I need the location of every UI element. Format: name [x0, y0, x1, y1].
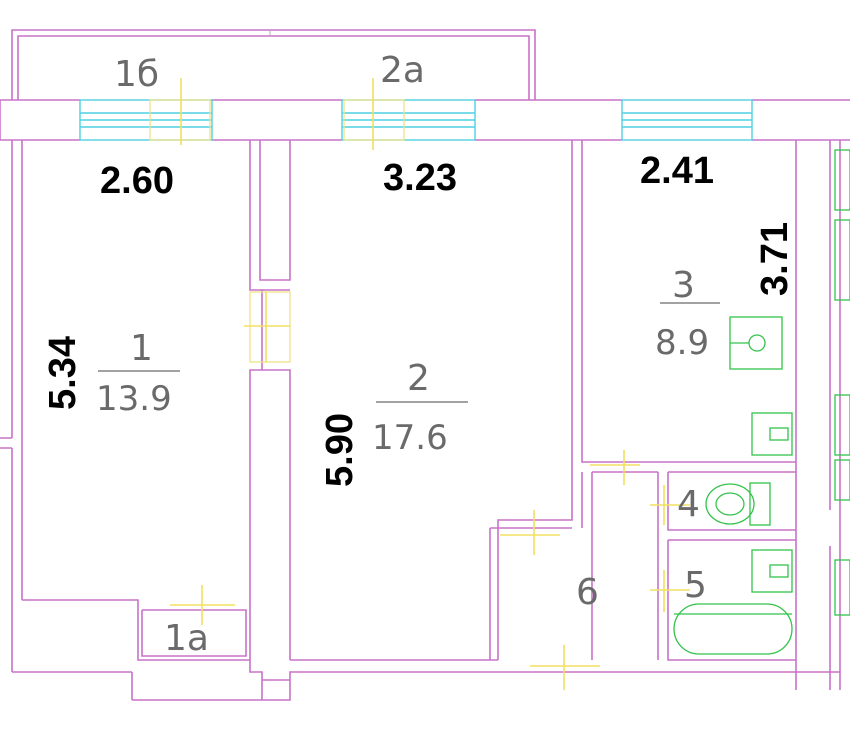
dimension-room1-width: 2.60 — [100, 160, 174, 202]
stove-icon — [729, 316, 783, 370]
dimension-room3-depth: 3.71 — [754, 222, 796, 296]
washbasin-icon — [751, 549, 793, 593]
room-number: 3 — [672, 265, 695, 306]
windows — [79, 99, 753, 141]
exterior-walls — [0, 99, 850, 701]
balcony-2a-label: 2а — [380, 50, 425, 91]
room-3-label: 3 8.9 — [655, 265, 720, 363]
dimension-room1-depth: 5.34 — [42, 336, 84, 410]
room-4-label: 4 — [677, 484, 700, 525]
storage-1a-label: 1а — [164, 618, 209, 659]
room-5-label: 5 — [684, 565, 707, 606]
room-1-label: 1 13.9 — [96, 328, 180, 419]
toilet-icon — [705, 482, 771, 526]
balcony-1b-label: 1б — [114, 54, 159, 95]
bathtub-icon — [673, 603, 793, 655]
room-number: 2 — [407, 358, 430, 399]
balcony-group — [11, 29, 536, 100]
room-area: 17.6 — [372, 418, 448, 458]
room-2-label: 2 17.6 — [372, 358, 468, 458]
room-area: 13.9 — [96, 379, 172, 419]
room-6-label: 6 — [576, 572, 599, 613]
fixtures — [673, 149, 850, 655]
dimension-room2-width: 3.23 — [383, 157, 457, 199]
room-area: 8.9 — [655, 323, 709, 363]
doors — [149, 78, 690, 690]
neighbor-fixtures — [834, 149, 850, 616]
interior-walls — [141, 140, 796, 661]
dimension-room3-width: 2.41 — [640, 150, 714, 192]
sink-icon — [751, 412, 793, 456]
dimension-room2-depth: 5.90 — [319, 413, 361, 487]
room-number: 1 — [130, 328, 153, 369]
